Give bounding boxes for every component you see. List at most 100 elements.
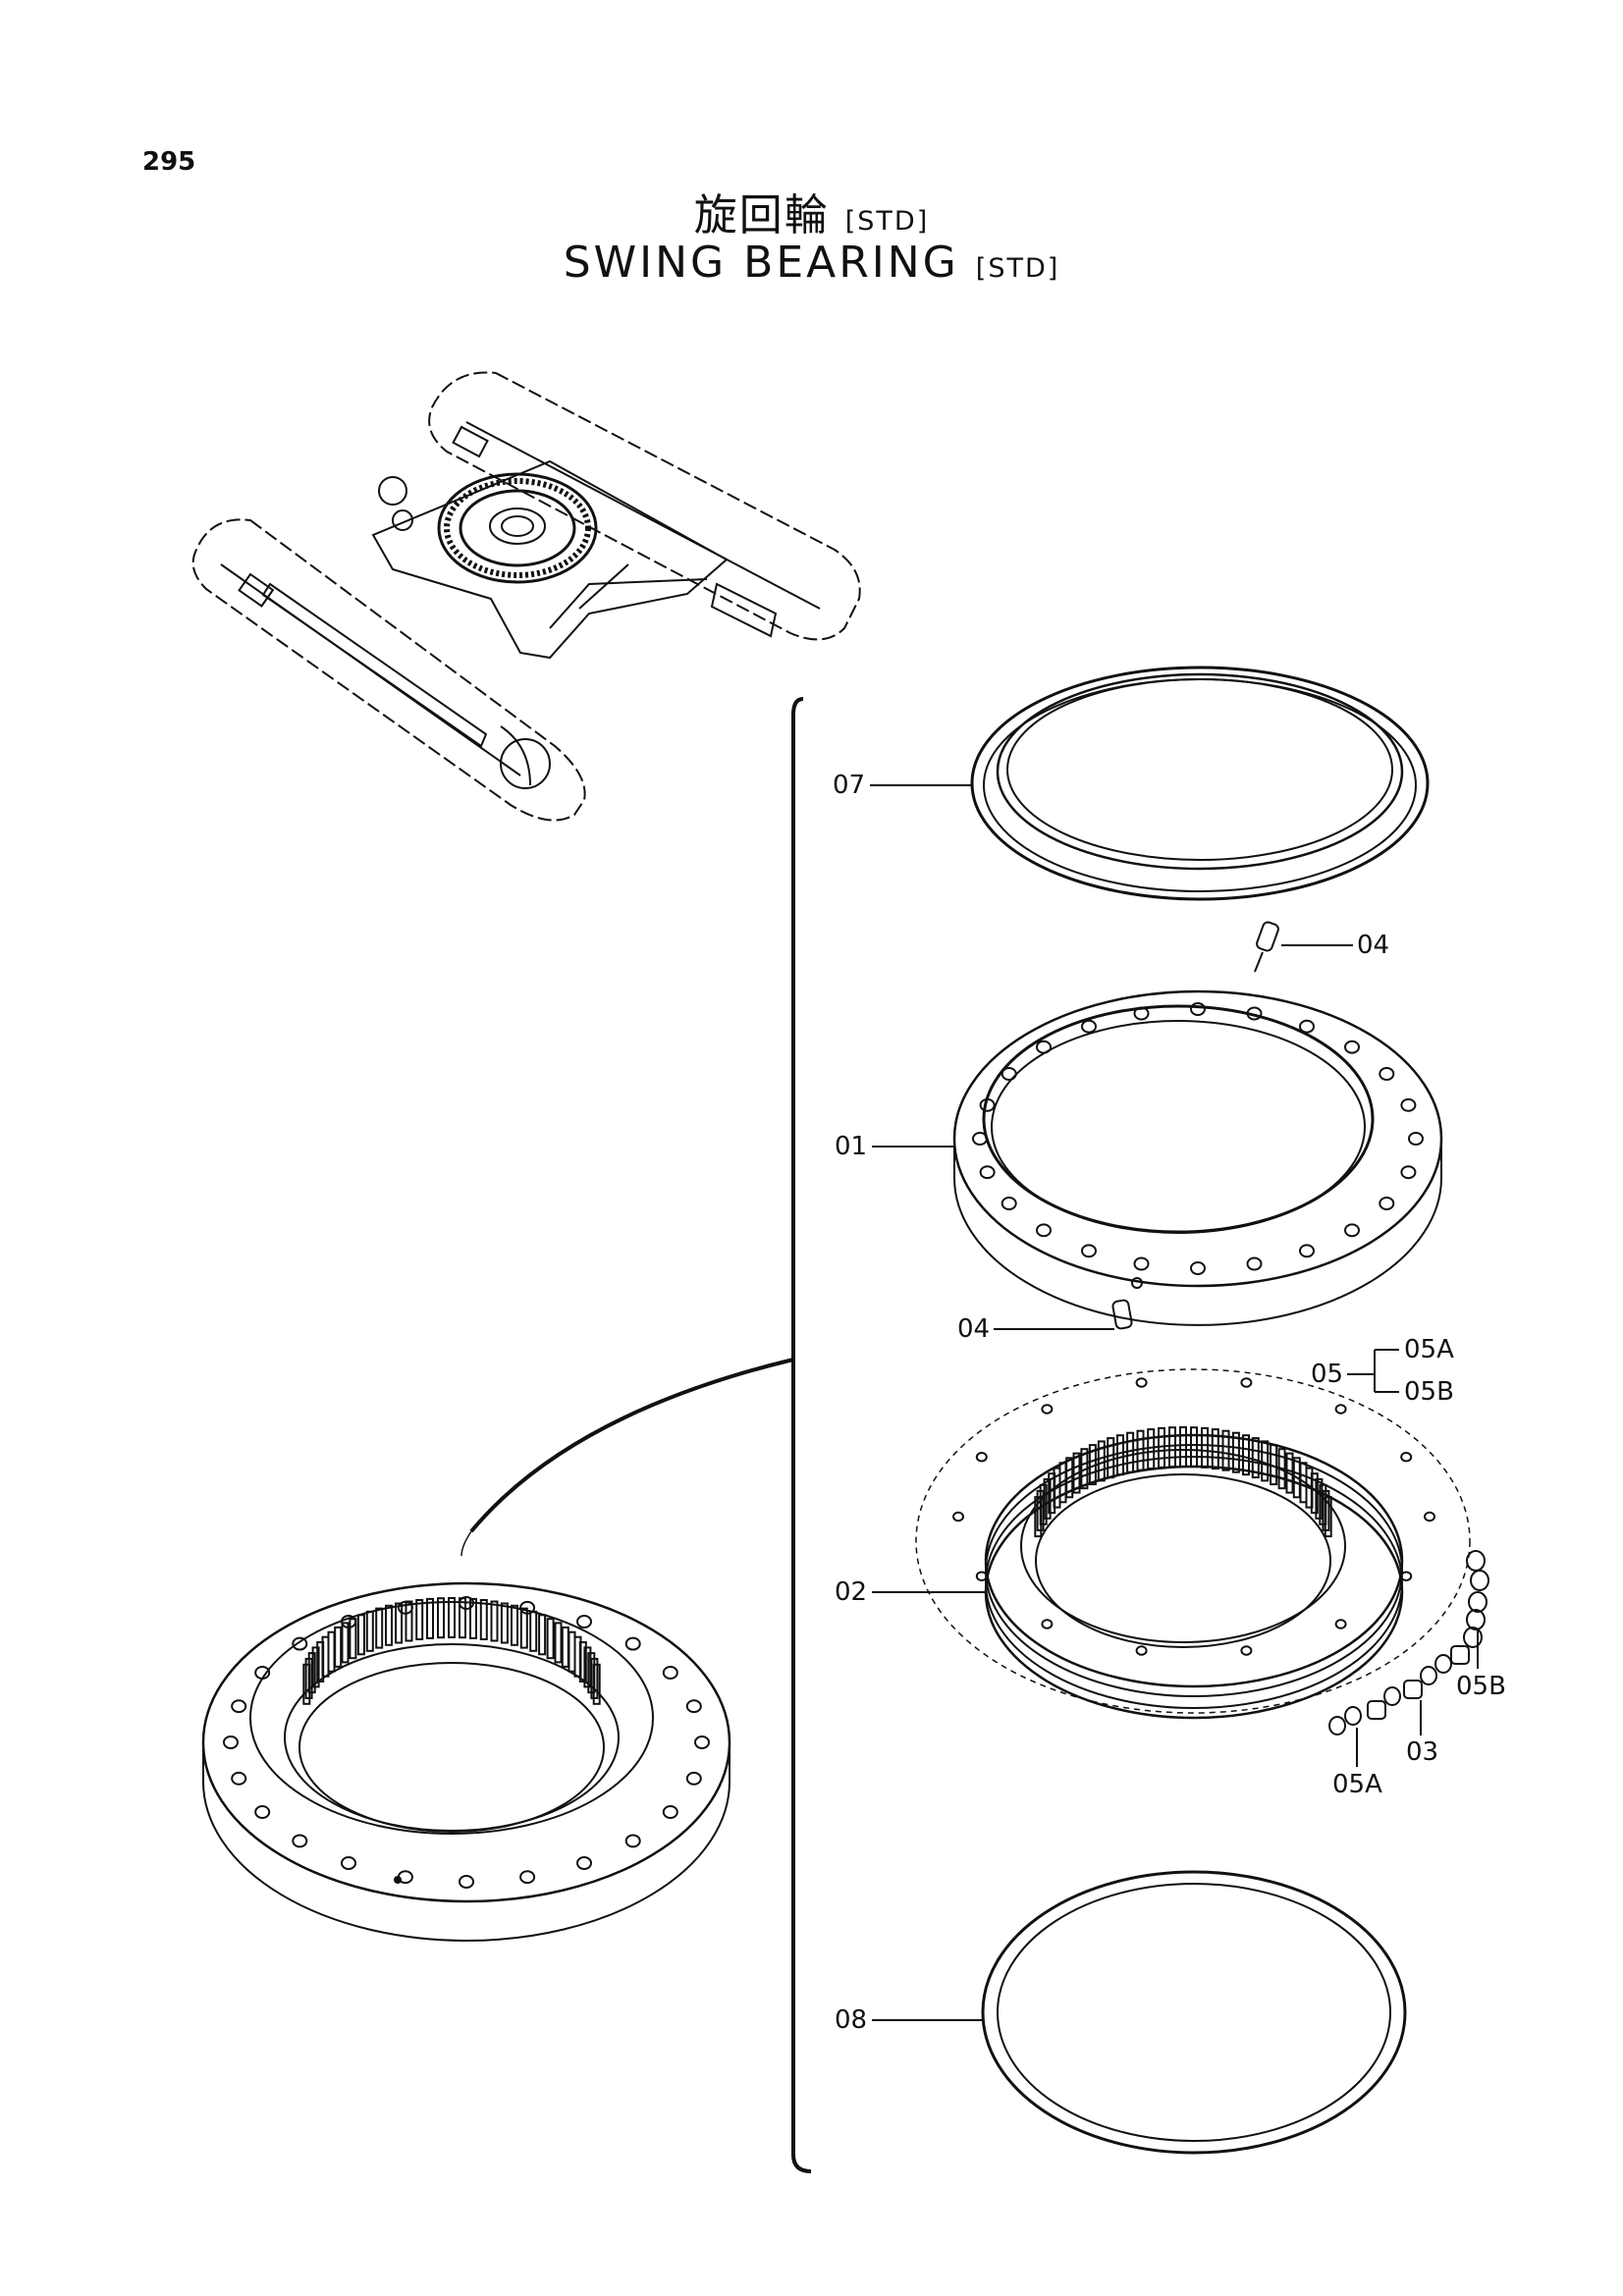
page-number: 295: [142, 147, 196, 177]
gear-tooth: [1310, 1472, 1319, 1515]
gear-tooth: [561, 1626, 569, 1668]
bolt-hole: [975, 1452, 988, 1463]
bolt-hole: [459, 1875, 474, 1889]
bolt-hole: [254, 1666, 271, 1680]
gear-tooth: [1270, 1444, 1278, 1486]
gear-tooth: [1324, 1496, 1332, 1538]
bolt-hole: [1408, 1132, 1424, 1146]
part-07-seal: [970, 666, 1430, 901]
bolt-hole: [223, 1735, 239, 1749]
bolt-hole: [1400, 1165, 1417, 1180]
title-japanese: 旋回輪 [STD]: [0, 180, 1623, 242]
callout-08: 08: [835, 2005, 868, 2035]
callout-05b-group: 05B: [1404, 1377, 1454, 1407]
gear-tooth: [1261, 1440, 1270, 1482]
bolt-hole: [1133, 1256, 1150, 1271]
bolt-hole: [1001, 1197, 1017, 1210]
parts-rollers-spacers: [1328, 1550, 1489, 1735]
bolt-hole: [1379, 1197, 1395, 1210]
gear-tooth: [375, 1607, 384, 1649]
bolt-hole: [1190, 1002, 1206, 1016]
part-08-seal: [981, 1870, 1407, 2155]
gear-tooth: [1088, 1444, 1097, 1486]
gear-tooth: [1107, 1437, 1115, 1479]
bolt-hole: [952, 1511, 964, 1522]
bolt-hole: [1036, 1223, 1052, 1238]
bolt-hole: [1400, 1097, 1417, 1112]
bolt-hole: [1400, 1452, 1413, 1463]
bolt-hole: [292, 1834, 308, 1848]
bolt-hole: [1379, 1067, 1395, 1081]
callout-leaders: [870, 784, 1479, 2021]
part-02-inner-race: [915, 1368, 1471, 1720]
bolt-hole: [1344, 1040, 1360, 1054]
callout-04-bottom: 04: [957, 1314, 991, 1344]
bolt-hole: [1135, 1377, 1148, 1388]
gear-tooth: [578, 1641, 587, 1682]
bolt-hole: [1424, 1511, 1435, 1522]
callout-05: 05: [1311, 1360, 1344, 1389]
assembled-swing-bearing: [201, 1581, 731, 1942]
bolt-hole: [1400, 1571, 1413, 1581]
gear-tooth: [1136, 1429, 1145, 1471]
gear-tooth: [395, 1602, 404, 1644]
part-04-grease-nipple-bottom: [1111, 1277, 1143, 1330]
bolt-hole: [1299, 1019, 1315, 1034]
bolt-hole: [1041, 1404, 1054, 1415]
bolt-hole: [979, 1097, 996, 1112]
bolt-hole: [1133, 1006, 1150, 1021]
gear-tooth: [538, 1614, 547, 1656]
gear-tooth: [511, 1604, 518, 1646]
callout-05a: 05A: [1332, 1770, 1382, 1799]
gear-tooth: [349, 1618, 357, 1660]
gear-tooth: [415, 1599, 424, 1640]
gear-tooth: [1221, 1429, 1230, 1471]
bolt-hole: [231, 1699, 247, 1714]
bolt-hole: [397, 1600, 413, 1615]
title-japanese-text: 旋回輪: [693, 190, 830, 240]
gear-tooth: [385, 1604, 393, 1646]
title-english-variant: [STD]: [975, 253, 1060, 284]
bolt-hole: [685, 1771, 702, 1786]
bolt-hole: [576, 1615, 592, 1629]
gear-tooth: [479, 1599, 488, 1640]
gear-tooth: [1126, 1431, 1135, 1473]
gear-tooth: [311, 1646, 320, 1688]
assembly-bracket: [791, 697, 812, 2173]
bolt-hole: [1135, 1645, 1148, 1656]
gear-tooth: [1231, 1431, 1240, 1473]
gear-tooth: [1147, 1428, 1156, 1470]
gear-tooth: [519, 1607, 528, 1649]
bolt-hole: [685, 1699, 702, 1714]
bolt-hole: [1334, 1619, 1347, 1629]
bolt-hole: [1246, 1256, 1263, 1271]
bolt-hole: [662, 1666, 678, 1680]
bolt-hole: [341, 1856, 356, 1870]
gear-tooth: [500, 1602, 509, 1644]
bolt-hole: [519, 1870, 536, 1885]
bolt-hole: [1246, 1006, 1263, 1021]
bolt-hole: [1081, 1019, 1097, 1034]
gear-tooth: [341, 1622, 350, 1664]
callout-04-top: 04: [1357, 931, 1390, 960]
bolt-hole: [397, 1870, 413, 1885]
gear-tooth: [405, 1600, 413, 1642]
bolt-hole: [979, 1165, 996, 1180]
gear-tooth: [592, 1663, 601, 1705]
gear-tooth: [356, 1614, 365, 1656]
gear-tooth: [490, 1600, 499, 1642]
gear-tooth: [1116, 1434, 1124, 1476]
bolt-hole: [1036, 1040, 1052, 1054]
bolt-hole: [624, 1636, 641, 1651]
gear-tooth: [554, 1622, 563, 1664]
callout-05b: 05B: [1456, 1672, 1506, 1701]
bolt-hole: [624, 1834, 641, 1848]
bolt-hole: [519, 1600, 536, 1615]
bolt-hole: [972, 1132, 988, 1146]
bolt-hole: [1240, 1377, 1253, 1388]
bolt-hole: [662, 1805, 678, 1819]
gear-tooth: [426, 1597, 434, 1639]
gear-tooth: [529, 1610, 538, 1652]
gear-tooth: [1080, 1448, 1089, 1490]
